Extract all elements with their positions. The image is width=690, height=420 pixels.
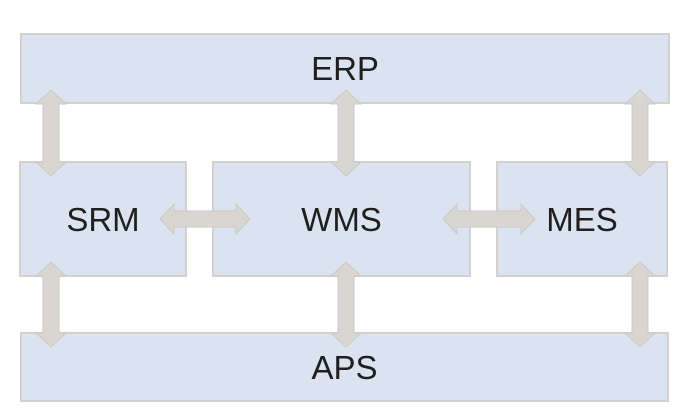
node-erp-label: ERP [311, 50, 379, 87]
node-mes: MES [496, 161, 668, 277]
node-erp: ERP [20, 33, 670, 104]
node-aps: APS [20, 332, 669, 402]
node-aps-label: APS [311, 348, 378, 386]
node-wms-label: WMS [301, 200, 382, 238]
node-srm-label: SRM [66, 200, 140, 238]
node-wms: WMS [212, 161, 471, 277]
node-srm: SRM [19, 161, 187, 277]
node-mes-label: MES [546, 200, 618, 238]
